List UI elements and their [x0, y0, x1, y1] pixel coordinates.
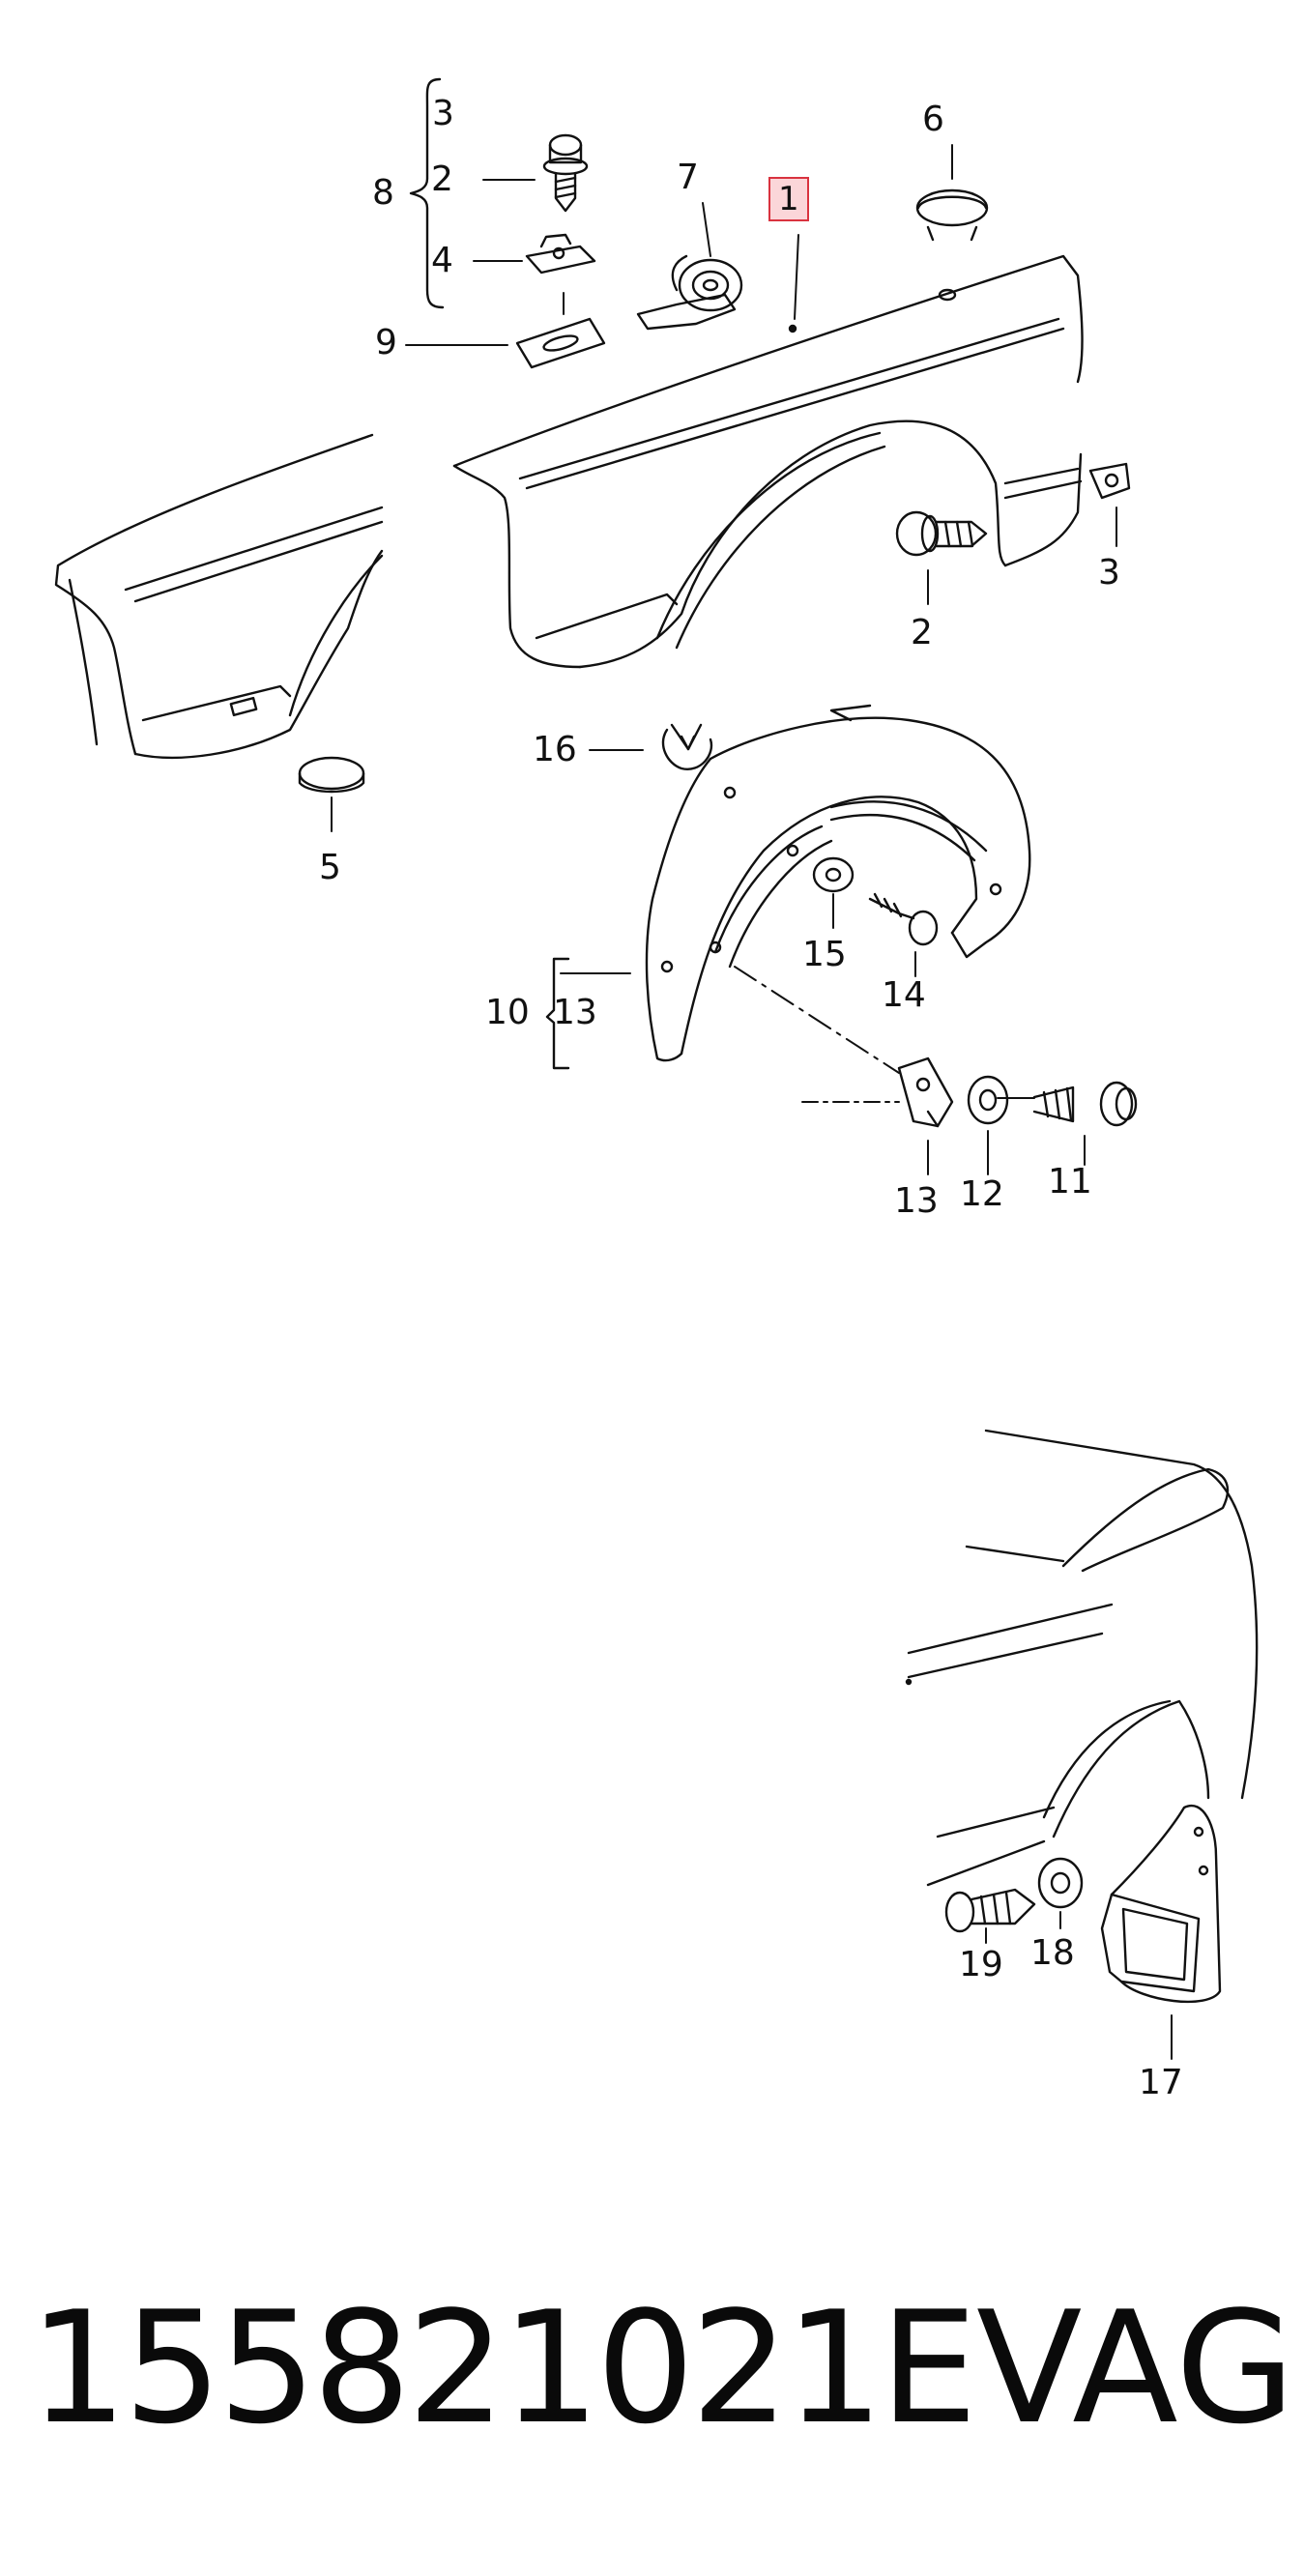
- wheel-liner-drawing: [645, 704, 1031, 1062]
- part-number: 155821021E: [29, 2277, 977, 2458]
- callout-label-5: 5: [319, 848, 341, 887]
- bolt-upper-drawing: [542, 133, 589, 213]
- callout-label-9: 9: [375, 323, 397, 362]
- rear-fender-drawing: [905, 1429, 1259, 1887]
- callout-label-13-bracket: 13: [553, 993, 597, 1032]
- gasket-drawing: [515, 317, 606, 369]
- callout-label-14: 14: [882, 975, 926, 1015]
- callout-label-2-lower: 2: [911, 613, 933, 652]
- callout-label-11: 11: [1048, 1162, 1092, 1201]
- screw-14-drawing: [868, 892, 939, 946]
- callout-label-17: 17: [1139, 2063, 1183, 2102]
- bolt-right-drawing: [895, 510, 988, 557]
- washer-18-drawing: [1037, 1857, 1084, 1909]
- footer: 155821021E VAG: [29, 2277, 1295, 2458]
- clip-nut-drawing: [525, 233, 596, 275]
- callout-label-12: 12: [960, 1174, 1004, 1214]
- mud-flap-drawing: [1100, 1804, 1222, 2004]
- callout-label-18: 18: [1030, 1933, 1075, 1973]
- tape-roll-drawing: [636, 254, 743, 331]
- callout-label-15: 15: [802, 935, 847, 974]
- brackets: [409, 77, 570, 1070]
- callout-label-16: 16: [533, 730, 577, 769]
- oval-cap-drawing: [298, 756, 365, 794]
- callout-label-6: 6: [922, 100, 944, 139]
- callout-label-3-top: 3: [432, 94, 454, 133]
- callout-label-10: 10: [485, 993, 530, 1032]
- washer-12-drawing: [967, 1075, 1009, 1125]
- brand-name: VAG: [976, 2277, 1295, 2458]
- callout-label-8: 8: [372, 173, 394, 213]
- callout-label-19: 19: [959, 1945, 1003, 1984]
- clip-13-drawing: [897, 1056, 954, 1128]
- main-fender-drawing: [452, 254, 1084, 669]
- left-fender-drawing: [54, 433, 384, 759]
- screw-19-drawing: [944, 1888, 1036, 1933]
- callout-label-13-lower: 13: [894, 1181, 939, 1221]
- washer-15-drawing: [812, 856, 855, 893]
- callout-label-1-highlighted[interactable]: 1: [768, 177, 809, 221]
- plug-drawing: [915, 188, 989, 242]
- clip-right-drawing: [1088, 462, 1131, 500]
- callout-label-3-right: 3: [1098, 553, 1120, 593]
- callout-label-7: 7: [677, 158, 699, 197]
- leader-lines: [331, 144, 1173, 2060]
- callout-label-4: 4: [431, 241, 453, 280]
- spring-clip-drawing: [661, 723, 713, 770]
- callout-label-2-upper: 2: [431, 159, 453, 199]
- screw-11-drawing: [1032, 1081, 1138, 1127]
